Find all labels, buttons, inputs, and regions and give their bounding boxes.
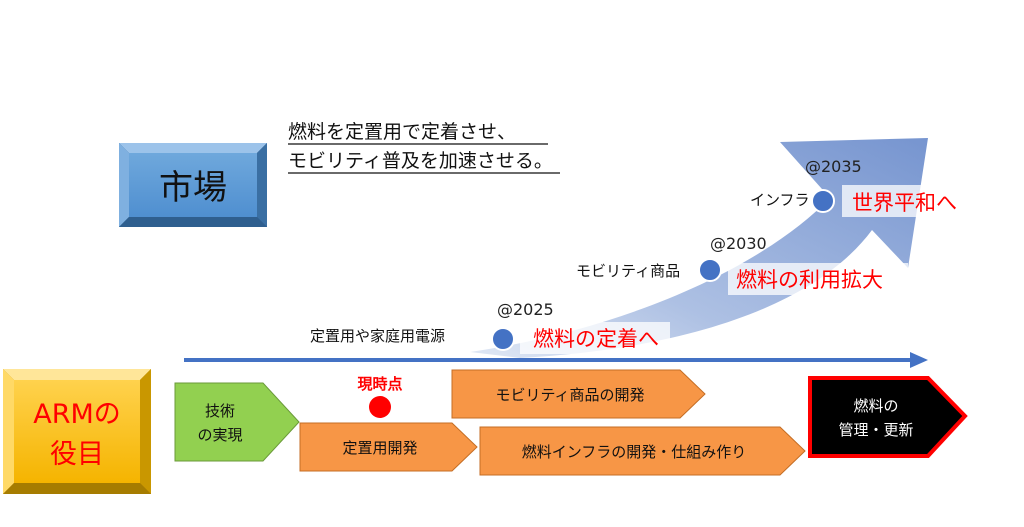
milestone-2030: @2030 モビリティ商品 燃料の利用拡大 (576, 234, 908, 295)
arm-role-line-2: 役目 (50, 439, 104, 470)
market-label: 市場 (159, 168, 227, 208)
current-point-marker: 現時点 (357, 375, 403, 418)
goal-line-1: 燃料を定置用で定着させ、 (288, 121, 516, 143)
milestone-dot (491, 327, 515, 351)
milestone-category: インフラ (750, 191, 810, 209)
stage-tech: 技術 の実現 (174, 382, 300, 462)
goal-statement: 燃料を定置用で定着させ、 モビリティ普及を加速させる。 (288, 121, 560, 174)
arm-role-box: ARMの 役目 (3, 369, 151, 494)
current-point-dot (369, 396, 391, 418)
milestone-outcome: 燃料の利用拡大 (736, 268, 883, 292)
growth-arrow (470, 138, 928, 358)
market-box: 市場 (119, 143, 267, 227)
milestone-year: @2030 (710, 234, 767, 253)
milestone-outcome: 燃料の定着へ (533, 327, 659, 351)
milestone-year: @2025 (497, 300, 554, 319)
milestone-outcome: 世界平和へ (852, 191, 957, 215)
milestone-year: @2035 (805, 157, 862, 176)
milestone-2025: @2025 定置用や家庭用電源 燃料の定着へ (310, 300, 670, 354)
current-point-label: 現時点 (357, 375, 402, 393)
milestone-dot (698, 258, 722, 282)
milestone-dot (811, 189, 835, 213)
stage-tech-line-2: の実現 (197, 426, 242, 444)
milestone-category: 定置用や家庭用電源 (310, 327, 445, 345)
stage-mobility: モビリティ商品の開発 (451, 369, 706, 419)
stage-tech-line-1: 技術 (205, 402, 235, 420)
stage-stationary-label: 定置用開発 (342, 439, 417, 457)
milestone-2035: @2035 インフラ 世界平和へ (750, 157, 972, 217)
stage-final-line-1: 燃料の (853, 397, 898, 415)
stage-infra-label: 燃料インフラの開発・仕組み作り (522, 443, 747, 461)
stage-mobility-label: モビリティ商品の開発 (495, 386, 644, 404)
stage-final: 燃料の 管理・更新 (808, 376, 968, 458)
stage-infra: 燃料インフラの開発・仕組み作り (479, 426, 806, 476)
stage-stationary: 定置用開発 (299, 422, 478, 472)
goal-line-2: モビリティ普及を加速させる。 (288, 150, 553, 172)
milestone-category: モビリティ商品 (576, 262, 680, 280)
arm-role-line-1: ARMの (33, 399, 121, 430)
stage-final-line-2: 管理・更新 (838, 421, 913, 439)
timeline-axis (184, 352, 928, 368)
